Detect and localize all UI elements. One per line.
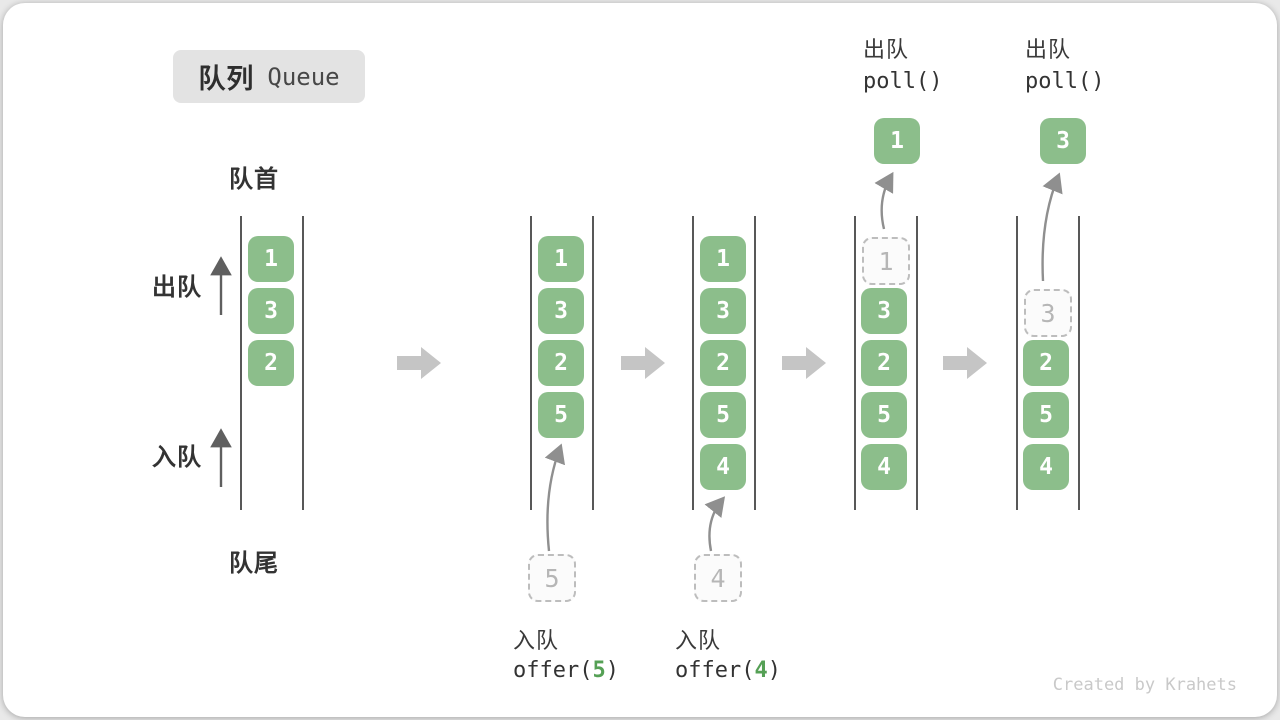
queue-cell: 4 <box>1023 444 1069 490</box>
polled-out-value-box: 1 <box>874 118 920 164</box>
queue-cell: 2 <box>538 340 584 386</box>
queue-wall <box>754 216 756 510</box>
queue-cell: 5 <box>1023 392 1069 438</box>
op-arg: 5 <box>592 658 606 683</box>
queue-cell: 1 <box>700 236 746 282</box>
queue-cell: 2 <box>1023 340 1069 386</box>
dequeue-op-code: poll() <box>1025 69 1105 94</box>
queue-cell: 4 <box>861 444 907 490</box>
incoming-value-box: 5 <box>528 554 576 602</box>
state-transition-arrow-icon <box>621 347 665 379</box>
queue-wall <box>1078 216 1080 510</box>
queue-wall <box>240 216 242 510</box>
state-transition-arrow-icon <box>397 347 441 379</box>
op-fn: offer( <box>513 658 593 683</box>
queue-cell: 3 <box>700 288 746 334</box>
queue-wall <box>854 216 856 510</box>
watermark: Created by Krahets <box>1052 675 1237 695</box>
queue-front-label: 队首 <box>229 166 279 193</box>
queue-cell: 2 <box>700 340 746 386</box>
title-en: Queue <box>267 62 340 91</box>
title-box: 队列 Queue <box>173 50 365 103</box>
offer-5-arrow-icon <box>544 443 566 552</box>
queue-cell: 5 <box>861 392 907 438</box>
queue-cell: 2 <box>861 340 907 386</box>
enqueue-op-code: offer(4) <box>675 658 781 683</box>
enqueue-op-label: 入队 <box>513 628 560 653</box>
dequeue-op-code: poll() <box>863 69 943 94</box>
queue-cell: 2 <box>248 340 294 386</box>
queue-rear-label: 队尾 <box>229 550 279 577</box>
queue-cell: 1 <box>538 236 584 282</box>
queue-cell: 3 <box>861 288 907 334</box>
queue-wall <box>592 216 594 510</box>
title-zh: 队列 <box>198 64 255 94</box>
enqueue-op-code: offer(5) <box>513 658 619 683</box>
polled-ghost-cell: 3 <box>1024 289 1072 337</box>
incoming-value-box: 4 <box>694 554 742 602</box>
dequeue-op-label: 出队 <box>863 37 910 62</box>
op-close: ) <box>605 658 619 683</box>
queue-wall <box>916 216 918 510</box>
queue-wall <box>530 216 532 510</box>
polled-out-value-box: 3 <box>1040 118 1086 164</box>
queue-cell: 4 <box>700 444 746 490</box>
enqueue-side-label: 入队 <box>152 444 202 471</box>
queue-cell: 1 <box>248 236 294 282</box>
queue-cell: 3 <box>248 288 294 334</box>
diagram-card: 队列 Queue 队首 队尾 出队 入队 1 3 2 1 3 2 5 5 入队 … <box>3 3 1277 717</box>
dequeue-op-label: 出队 <box>1025 37 1072 62</box>
state-transition-arrow-icon <box>943 347 987 379</box>
state-transition-arrow-icon <box>782 347 826 379</box>
dequeue-side-label: 出队 <box>152 274 202 301</box>
offer-4-arrow-icon <box>704 496 726 552</box>
queue-cell: 3 <box>538 288 584 334</box>
queue-wall <box>1016 216 1018 510</box>
queue-wall <box>692 216 694 510</box>
op-fn: offer( <box>675 658 755 683</box>
op-arg: 4 <box>754 658 768 683</box>
queue-cell: 5 <box>538 392 584 438</box>
polled-ghost-cell: 1 <box>862 237 910 285</box>
queue-wall <box>302 216 304 510</box>
queue-cell: 5 <box>700 392 746 438</box>
poll-3-arrow-icon <box>1041 172 1063 282</box>
op-close: ) <box>767 658 781 683</box>
poll-1-arrow-icon <box>874 171 894 230</box>
enqueue-op-label: 入队 <box>675 628 722 653</box>
